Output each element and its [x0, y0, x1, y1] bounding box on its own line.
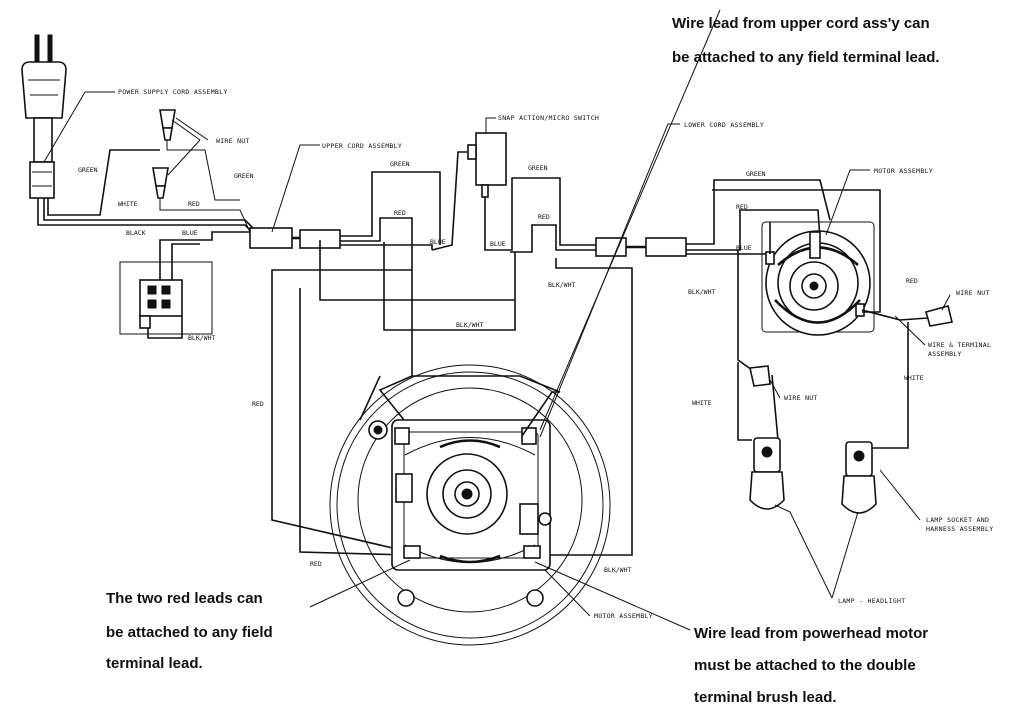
wire-nut-right [925, 305, 953, 327]
callout-leaders [43, 9, 951, 631]
callout-wire-nut-top: WIRE NUT [216, 137, 250, 145]
wire-label-red-2: RED [394, 209, 406, 217]
callout-lamp-socket-2: HARNESS ASSEMBLY [926, 525, 993, 533]
note-red-leads-3: terminal lead. [106, 655, 203, 672]
wire-label-blue-3: BLUE [490, 240, 506, 248]
note-red-leads-2: be attached to any field [106, 624, 273, 641]
wire-label-red-1: RED [188, 200, 200, 208]
lamp-right [841, 441, 877, 514]
callout-snap-action-switch: SNAP ACTION/MICRO SWITCH [498, 114, 599, 122]
wire-label-green-4: GREEN [528, 164, 548, 172]
wire-label-blue-4: BLUE [736, 244, 752, 252]
wire-label-red-6: RED [736, 203, 748, 211]
callout-motor-assembly-bottom: MOTOR ASSEMBLY [594, 612, 653, 620]
wire-label-red-3: RED [538, 213, 550, 221]
callout-wire-nut-right: WIRE NUT [956, 289, 990, 297]
wire-label-blue-2: BLUE [430, 238, 446, 246]
terminal-block [119, 261, 213, 335]
wire-label-green-5: GREEN [746, 170, 766, 178]
callout-upper-cord: UPPER CORD ASSEMBLY [322, 142, 402, 150]
wire-label-white: WHITE [118, 200, 138, 208]
snap-action-switch [467, 132, 507, 198]
callout-motor-assembly-right: MOTOR ASSEMBLY [874, 167, 933, 175]
wire-label-white-2: WHITE [904, 374, 924, 382]
wire-nut-mid [749, 365, 771, 387]
wire-label-white-3: WHITE [692, 399, 712, 407]
wire-label-green-2: GREEN [234, 172, 254, 180]
wire-nut-upper [159, 109, 176, 141]
wire-label-blkwht-1: BLK/WHT [188, 334, 215, 342]
wire-label-green-1: GREEN [78, 166, 98, 174]
wire-label-blkwht-5: BLK/WHT [688, 288, 715, 296]
callout-lower-cord: LOWER CORD ASSEMBLY [684, 121, 764, 129]
bottom-motor-assembly [329, 364, 611, 646]
lamp-left [749, 437, 785, 510]
callout-wire-nut-mid: WIRE NUT [784, 394, 818, 402]
callout-wire-terminal-1: WIRE & TERMINAL [928, 341, 991, 349]
callout-lamp-socket-1: LAMP SOCKET AND [926, 516, 989, 524]
wire-label-blkwht-3: BLK/WHT [456, 321, 483, 329]
note-red-leads-1: The two red leads can [106, 590, 263, 607]
callout-wire-terminal-2: ASSEMBLY [928, 350, 962, 358]
note-upper-cord-2: be attached to any field terminal lead. [672, 49, 940, 66]
wire-label-red-7: RED [906, 277, 918, 285]
powerhead-motor-assembly [761, 221, 875, 336]
wire-label-black: BLACK [126, 229, 146, 237]
note-powerhead-3: terminal brush lead. [694, 689, 837, 706]
wire-label-blkwht-4: BLK/WHT [604, 566, 631, 574]
wire-label-red-5: RED [310, 560, 322, 568]
wire-nut-lower [152, 167, 169, 199]
wire-label-red-4: RED [252, 400, 264, 408]
note-powerhead-2: must be attached to the double [694, 657, 916, 674]
callout-lamp-headlight: LAMP - HEADLIGHT [838, 597, 905, 605]
callout-power-supply-cord: POWER SUPPLY CORD ASSEMBLY [118, 88, 228, 96]
note-powerhead-1: Wire lead from powerhead motor [694, 625, 928, 642]
note-upper-cord-1: Wire lead from upper cord ass'y can [672, 15, 930, 32]
wire-label-blue-1: BLUE [182, 229, 198, 237]
power-plug [21, 34, 67, 199]
wire-label-green-3: GREEN [390, 160, 410, 168]
wire-label-blkwht-2: BLK/WHT [548, 281, 575, 289]
